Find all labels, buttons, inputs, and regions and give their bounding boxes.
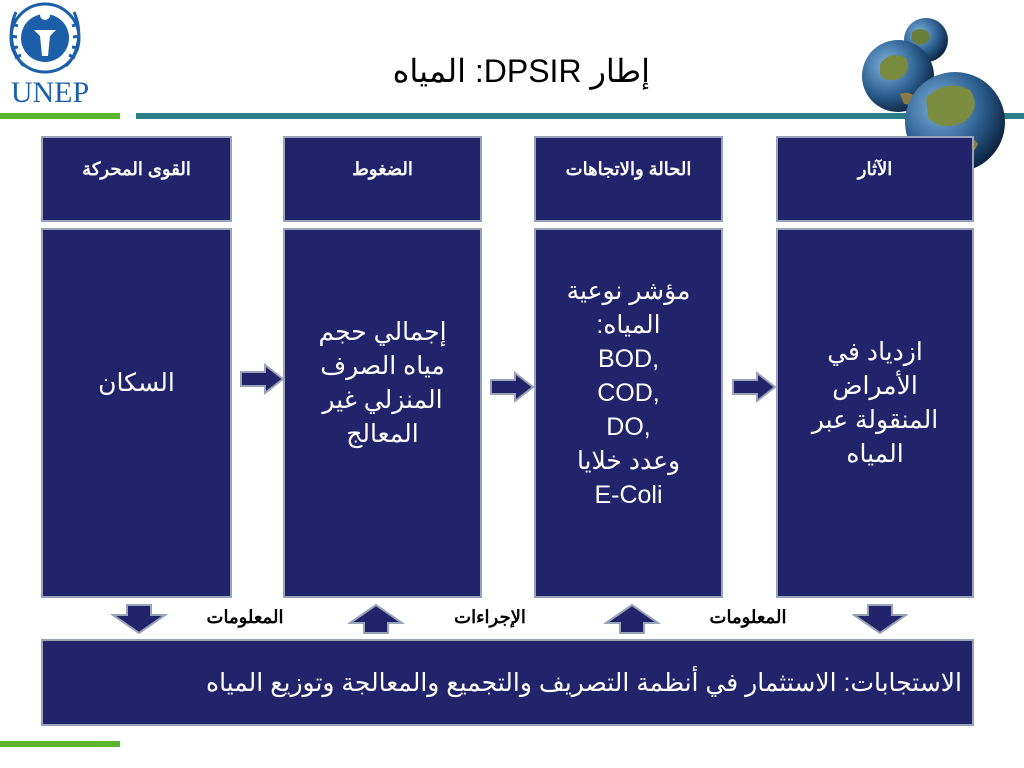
responses-box: الاستجابات: الاستثمار في أنظمة التصريف و… [41,639,974,726]
arrow-right-icon [240,363,285,395]
header-driving-forces: القوى المحركة [41,136,232,222]
body-impacts: ازدياد في الأمراض المنقولة عبر المياه [776,228,974,598]
body-state-line: E-Coli [594,481,663,509]
label-information-left: المعلومات [206,607,284,627]
header-state: الحالة والاتجاهات [534,136,723,222]
label-actions: الإجراءات [454,607,526,627]
body-state-line: BOD, [597,345,660,373]
body-pressures: إجمالي حجم مياه الصرف المنزلي غير المعال… [283,228,482,598]
body-impacts-line: ازدياد في [827,338,923,366]
unep-logo-text: UNEP [10,76,90,109]
body-impacts-line: المياه [846,440,904,468]
teal-accent-bar-top [136,113,1024,119]
body-state-line: DO, [606,413,651,441]
arrow-up-icon [348,603,404,634]
header-driving-forces-label: القوى المحركة [82,158,191,179]
arrow-up-icon [604,603,660,634]
body-pressures-line: إجمالي حجم [318,318,447,346]
header-pressures-label: الضغوط [352,158,413,179]
header-pressures: الضغوط [283,136,482,222]
green-accent-bar-bottom [0,741,120,747]
body-state: مؤشر نوعية المياه: BOD, COD, DO, وعدد خل… [534,228,723,598]
responses-text: الاستجابات: الاستثمار في أنظمة التصريف و… [205,668,962,697]
body-driving-forces: السكان [41,228,232,598]
body-impacts-line: المنقولة عبر [811,406,939,434]
arrow-down-icon [111,604,167,635]
body-state-line: المياه: [596,311,661,339]
body-pressures-line: مياه الصرف [320,352,445,380]
body-pressures-line: المعالج [346,420,419,448]
green-accent-bar-top [0,113,120,119]
arrow-right-icon [732,371,777,403]
slide-title: إطار DPSIR: المياه [392,53,650,89]
header-impacts: الآثار [776,136,974,222]
header-impacts-label: الآثار [857,158,893,179]
body-impacts-line: الأمراض [832,372,918,400]
body-state-line: مؤشر نوعية [566,277,691,305]
body-state-line: COD, [597,379,660,407]
body-driving-forces-line: السكان [98,369,175,397]
arrow-right-icon [490,371,535,403]
header-state-label: الحالة والاتجاهات [565,158,692,179]
label-information-right: المعلومات [709,607,787,627]
body-pressures-line: المنزلي غير [322,386,443,414]
body-state-line: وعدد خلايا [576,447,681,475]
unep-logo-emblem-icon [9,2,81,74]
arrow-down-icon [852,604,908,635]
